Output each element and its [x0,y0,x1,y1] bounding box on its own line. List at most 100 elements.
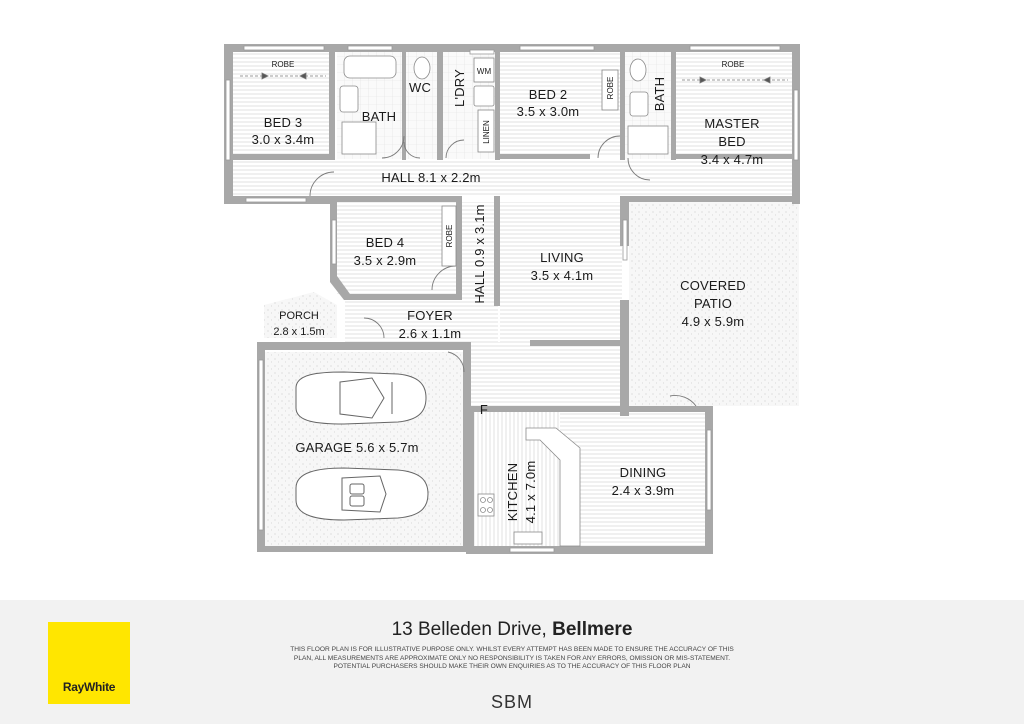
window [706,429,712,511]
kitchen-name: KITCHEN [505,463,520,521]
shower-icon [341,121,377,155]
wm-panel [473,57,495,83]
address-street: 13 Belleden Drive, [391,619,553,640]
door-swing [447,351,465,373]
wall [620,52,625,160]
wall [456,196,462,296]
wall [466,546,706,554]
wc-label: WC [409,80,431,95]
kitchen-size: 4.1 x 7.0m [523,461,538,524]
dining-floor [560,410,705,548]
raywhite-logo-text: RayWhite [62,680,116,694]
wall [330,276,350,300]
room-labels: ROBE BED 3 3.0 x 3.4m BATH WC L'DRY WM L… [252,60,764,523]
window [509,547,555,553]
robe-label: ROBE [445,225,454,248]
garage-label: GARAGE 5.6 x 5.7m [295,440,418,455]
wall [494,196,500,306]
patio-floor [629,202,799,406]
burner-icon [487,507,493,513]
wall [466,406,474,554]
window [347,45,393,51]
foyer-size: 2.6 x 1.1m [399,326,462,341]
property-address: 13 Belleden Drive, Bellmere [0,619,1024,641]
bed4-name: BED 4 [366,235,405,250]
car-icon [295,371,427,425]
bed3-name: BED 3 [264,115,303,130]
wall [330,196,462,202]
hall-label: HALL 8.1 x 2.2m [381,170,480,185]
wall [676,154,792,159]
kitchen-sink-icon [513,531,543,545]
wall [495,52,500,160]
bed2-size: 3.5 x 3.0m [517,104,580,119]
bed2-name: BED 2 [529,87,568,102]
door-swing [403,141,421,159]
bathtub-icon [343,55,397,79]
door-swing [363,317,385,339]
living-size: 3.5 x 4.1m [531,268,594,283]
linen-label: LINEN [482,120,491,144]
patio-line1: COVERED [680,278,746,293]
wall [329,52,335,160]
disclaimer-text: This floor plan is for illustrative purp… [290,646,734,671]
robe-panel [441,205,457,267]
wall [620,300,629,416]
window [793,89,799,161]
door-swing [309,171,335,197]
wall [257,546,463,552]
footer [0,600,1024,724]
robe-arrow [261,72,269,80]
robe-arrow [299,72,307,80]
vanity-icon [339,85,359,113]
cooktop-icon [477,493,495,517]
shower-icon [627,125,669,155]
dining-name: DINING [620,465,667,480]
patio-line2: PATIO [694,296,732,311]
wall [224,44,800,52]
robe-arrow [763,76,771,84]
master-size: 3.4 x 4.7m [701,152,764,167]
floor-plan: ROBE BED 3 3.0 x 3.4m BATH WC L'DRY WM L… [224,44,800,554]
robe-marks [240,57,788,267]
raywhite-logo: RayWhite [48,622,130,704]
vanity-icon [629,91,649,117]
wall [233,154,333,160]
car-icon [295,467,429,521]
door-swing [627,157,651,181]
dining-size: 2.4 x 3.9m [612,483,675,498]
wall [500,154,590,159]
door-swing [597,135,621,159]
linen-panel [477,109,495,153]
entry-floor [470,342,622,408]
bed4-size: 3.5 x 2.9m [354,253,417,268]
robe-label: ROBE [606,77,615,100]
address-suburb: Bellmere [552,619,633,640]
windows [225,45,799,553]
window [469,49,495,55]
window [519,45,595,51]
kitchen-island-icon [525,427,581,547]
robe-arrow [699,76,707,84]
fixtures [339,55,669,547]
window [331,219,337,265]
side-hall-label: HALL 0.9 x 3.1m [472,204,487,303]
toilet-icon [629,58,647,82]
robe-label: ROBE [722,60,745,69]
bath1-label: BATH [362,109,397,124]
door-swing [669,395,697,407]
laundry-tub-icon [473,85,495,107]
foyer-floor [345,300,462,342]
wm-label: WM [477,67,492,76]
window [225,79,231,161]
hall-floor [233,160,796,196]
bed4-floor [337,202,462,294]
wall [350,294,462,300]
bath2-label: BATH [652,77,667,112]
wall [629,196,800,202]
fridge-label: F [480,402,488,417]
wall [466,406,706,412]
window [243,45,325,51]
laundry-label: L'DRY [452,69,467,107]
drafter-logo: SBM [490,692,533,712]
